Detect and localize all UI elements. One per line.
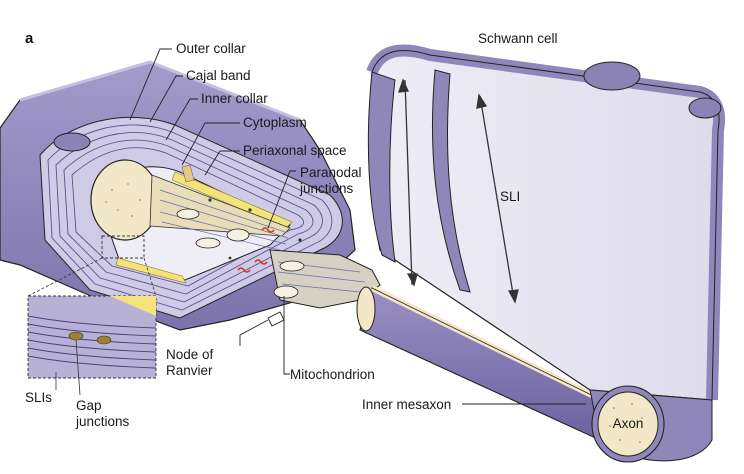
outer-collar-label: Outer collar [176,41,246,56]
axon-label: Axon [612,416,644,431]
schwann-cell-sheet [366,44,725,401]
paranodal-junctions-label: Paranodal junctions [300,165,362,196]
slis-label: SLIs [25,390,53,405]
schwann-cell-label: Schwann cell [478,31,558,46]
cajal-band-label: Cajal band [186,68,251,83]
node-axon [269,249,381,309]
mitochondrion-label: Mitochondrion [290,367,375,382]
inner-mesaxon-label: Inner mesaxon [362,397,452,412]
periaxonal-space-label: Periaxonal space [243,143,347,158]
leader-lines [129,48,586,405]
inner-collar-label: Inner collar [201,91,268,106]
node-of-ranvier-label: Node of Ranvier [166,347,214,378]
gap-junctions-label: Gap junctions [76,398,130,429]
cytoplasm-label: Cytoplasm [243,115,307,130]
panel-letter: a [25,30,34,47]
axon-rod [356,285,713,463]
sli-label: SLI [500,189,521,204]
inset-magnification [27,235,157,396]
